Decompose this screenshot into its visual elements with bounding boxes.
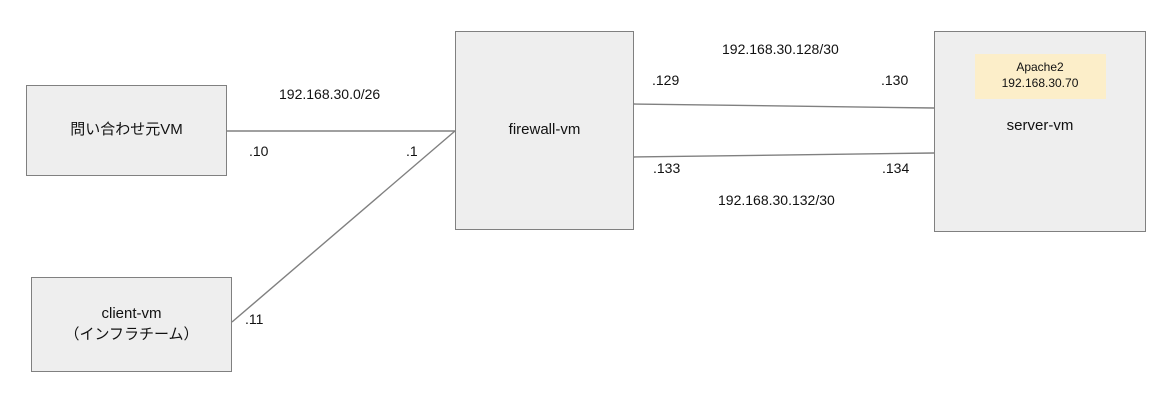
network-label-link-lower: 192.168.30.132/30 xyxy=(718,192,835,208)
node-client-vm-label: client-vm （インフラチーム） xyxy=(64,305,199,343)
interface-label-firewall-lan: .1 xyxy=(406,143,418,159)
edge-firewall-to-server-upper xyxy=(633,103,935,109)
node-client-vm[interactable]: client-vm （インフラチーム） xyxy=(31,277,232,372)
node-server-vm[interactable]: Apache2 192.168.30.70 server-vm xyxy=(934,31,1146,232)
interface-label-source-vm-lan: .10 xyxy=(249,143,269,159)
interface-label-firewall-lower: .133 xyxy=(653,160,681,176)
interface-label-client-vm-lan: .11 xyxy=(245,311,264,327)
node-source-vm-label: 問い合わせ元VM xyxy=(70,121,183,139)
edge-firewall-to-server-lower xyxy=(633,152,935,158)
node-firewall-vm-label: firewall-vm xyxy=(508,121,581,139)
node-server-vm-content: Apache2 192.168.30.70 server-vm xyxy=(935,32,1145,231)
node-firewall-vm[interactable]: firewall-vm xyxy=(455,31,634,230)
interface-label-firewall-upper: .129 xyxy=(652,72,680,88)
edge-client-vm-to-firewall xyxy=(231,130,456,323)
interface-label-server-lower: .134 xyxy=(882,160,910,176)
network-label-lan: 192.168.30.0/26 xyxy=(279,86,381,102)
service-apache2-box[interactable]: Apache2 192.168.30.70 xyxy=(974,54,1106,100)
service-apache2-ip: 192.168.30.70 xyxy=(1001,75,1079,90)
service-apache2-name: Apache2 xyxy=(1016,60,1064,74)
network-label-link-upper: 192.168.30.128/30 xyxy=(722,41,839,57)
interface-label-server-upper: .130 xyxy=(881,72,909,88)
node-server-vm-label: server-vm xyxy=(1006,117,1074,135)
node-source-vm[interactable]: 問い合わせ元VM xyxy=(26,85,227,176)
